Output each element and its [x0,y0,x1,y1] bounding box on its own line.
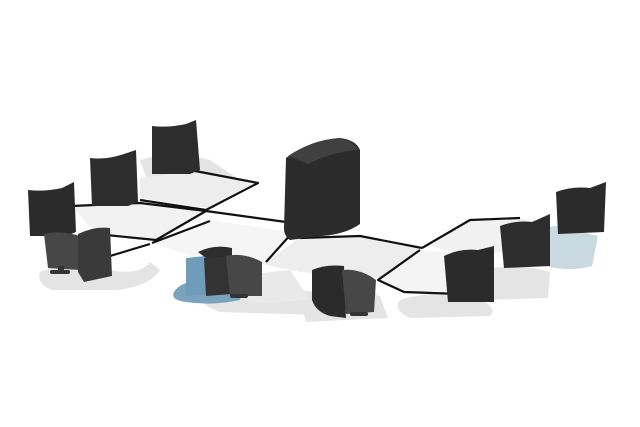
monitor-icon [90,150,138,206]
network-panel-center [262,236,420,278]
terminal-middle [198,246,262,298]
monitor-far-left [28,182,76,236]
server-top [288,138,358,164]
cable-icon [299,234,423,250]
monitor-icon [342,269,376,314]
terminal-lower-left [44,227,112,282]
network-panel-back [140,172,255,208]
terminal-base [50,270,70,274]
monitor-icon [556,182,606,234]
cable-icon [139,168,260,212]
cable-icon [109,242,151,258]
monitor-icon [28,182,76,236]
server [284,138,360,240]
monitor-icon [78,227,112,282]
monitor-icon [204,256,232,296]
monitor-upper-left [90,150,138,206]
cable-icon [151,219,211,245]
server-icon [284,138,360,240]
monitor-right-front [444,246,494,302]
monitor-top-back [152,120,200,174]
monitor-right-mid [500,214,550,268]
terminal-stand [58,266,64,272]
blue-light-accent [540,226,598,269]
monitor-icon [44,232,80,270]
terminal-base [350,312,368,316]
terminal-base [230,294,248,298]
monitor-icon [152,120,200,174]
cable-icon [95,210,207,242]
cable-icon [421,216,521,249]
monitor-icon [198,246,232,258]
floor-shadow-right-mid [480,266,550,300]
terminals [28,120,606,318]
cable-icon [376,249,461,296]
monitor-icon [226,254,262,296]
terminal-center [312,265,376,318]
monitor-far-right [556,182,606,234]
monitor-icon [444,246,494,302]
monitor-icon [500,214,550,268]
monitor-icon [312,265,346,318]
blue-monitor-accent [186,256,206,296]
